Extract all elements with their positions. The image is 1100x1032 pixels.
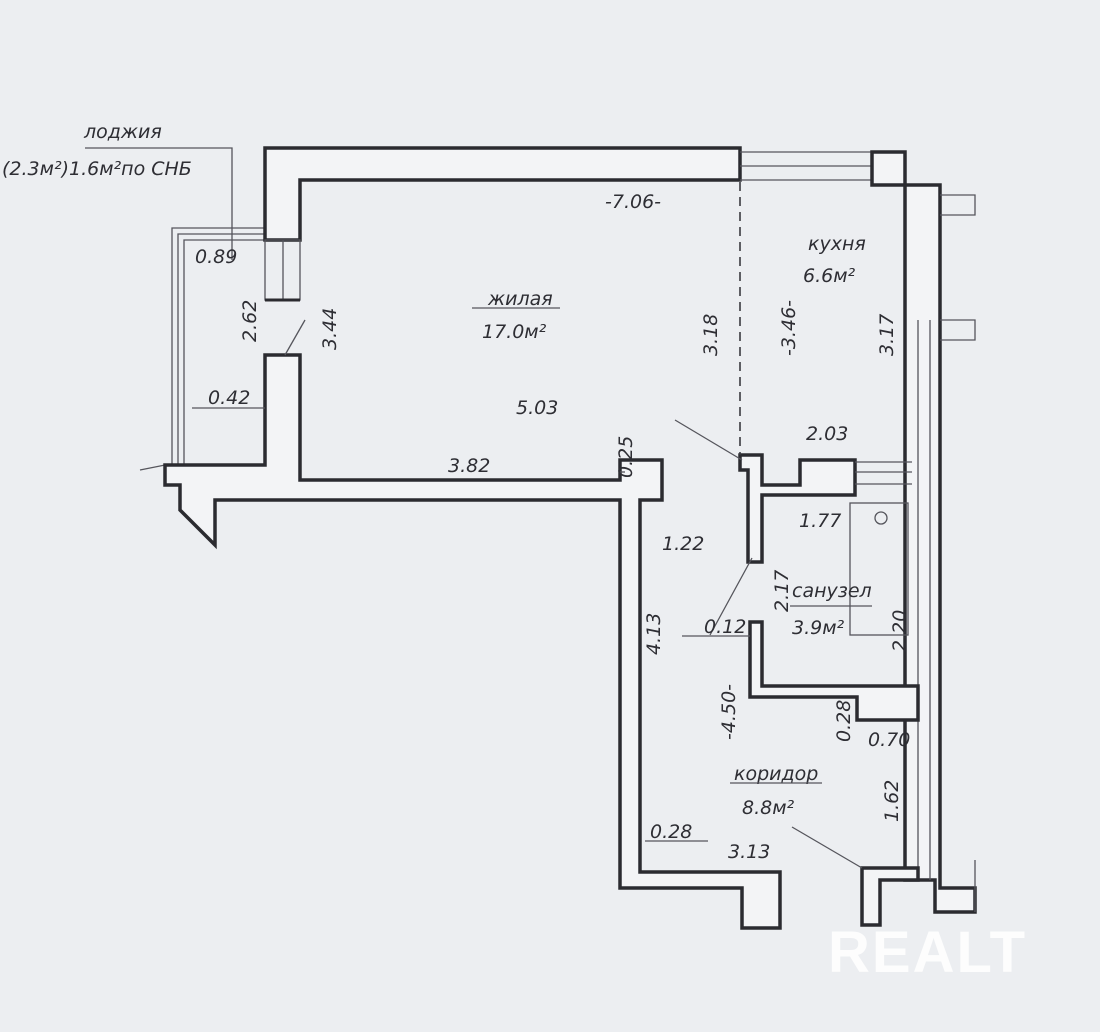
dim-0-25: 0.25 — [615, 436, 637, 478]
bathroom-label: санузел — [792, 580, 872, 602]
dim-0-42: 0.42 — [208, 387, 250, 409]
dim-top-width: -7.06- — [605, 191, 661, 213]
dim-2-17: 2.17 — [771, 570, 793, 612]
wall-bath-left — [738, 453, 857, 564]
living-room-label: жилая — [487, 288, 553, 310]
dim-0-89: 0.89 — [195, 246, 237, 268]
dim-2-62: 2.62 — [239, 300, 261, 342]
window-bath-vent — [855, 461, 912, 485]
kitchen-area: 6.6м² — [803, 265, 856, 287]
corridor-label: коридор — [734, 763, 818, 785]
dim-3-13: 3.13 — [728, 841, 770, 863]
dim-0-12: 0.12 — [704, 616, 746, 638]
dim-3-17: 3.17 — [876, 314, 898, 356]
kitchen-label: кухня — [808, 233, 866, 255]
dim-3-82: 3.82 — [448, 455, 490, 477]
corridor-area: 8.8м² — [742, 797, 795, 819]
living-room-area: 17.0м² — [482, 321, 547, 343]
realt-watermark: REALT — [828, 920, 1027, 985]
wall-living-bottom — [163, 353, 782, 930]
leader-lines — [192, 319, 872, 869]
dim-0-28-corridor: 0.28 — [650, 821, 692, 843]
dim-2-03: 2.03 — [806, 423, 848, 445]
dim-2-20: 2.20 — [889, 610, 911, 652]
dim-1-22: 1.22 — [662, 533, 704, 555]
bathtub — [849, 502, 909, 636]
window-kitchen — [740, 151, 872, 181]
loggia-area: (2.3м²)1.6м²по СНБ — [2, 158, 192, 180]
wall-top — [263, 146, 742, 242]
dim-0-28-bath: 0.28 — [833, 700, 855, 742]
loggia-label: лоджия — [83, 121, 162, 143]
dim-4-50: -4.50- — [718, 684, 740, 740]
loggia-outline — [85, 147, 265, 480]
bathroom-area: 3.9м² — [792, 617, 845, 639]
wall-entrance — [860, 866, 920, 927]
window-loggia — [264, 239, 301, 302]
dim-0-70: 0.70 — [868, 729, 910, 751]
dimensions: -7.06- 0.89 2.62 3.44 0.42 5.03 3.18 -3.… — [195, 191, 911, 863]
dim-3-18: 3.18 — [700, 314, 722, 356]
wall-bath-bottom — [748, 620, 920, 722]
dim-4-13: 4.13 — [643, 613, 665, 655]
dim-5-03: 5.03 — [516, 397, 558, 419]
dim-3-44: 3.44 — [319, 308, 341, 350]
dim-1-77: 1.77 — [799, 510, 841, 532]
dim-3-46: -3.46- — [778, 300, 800, 356]
dim-1-62: 1.62 — [881, 780, 903, 822]
